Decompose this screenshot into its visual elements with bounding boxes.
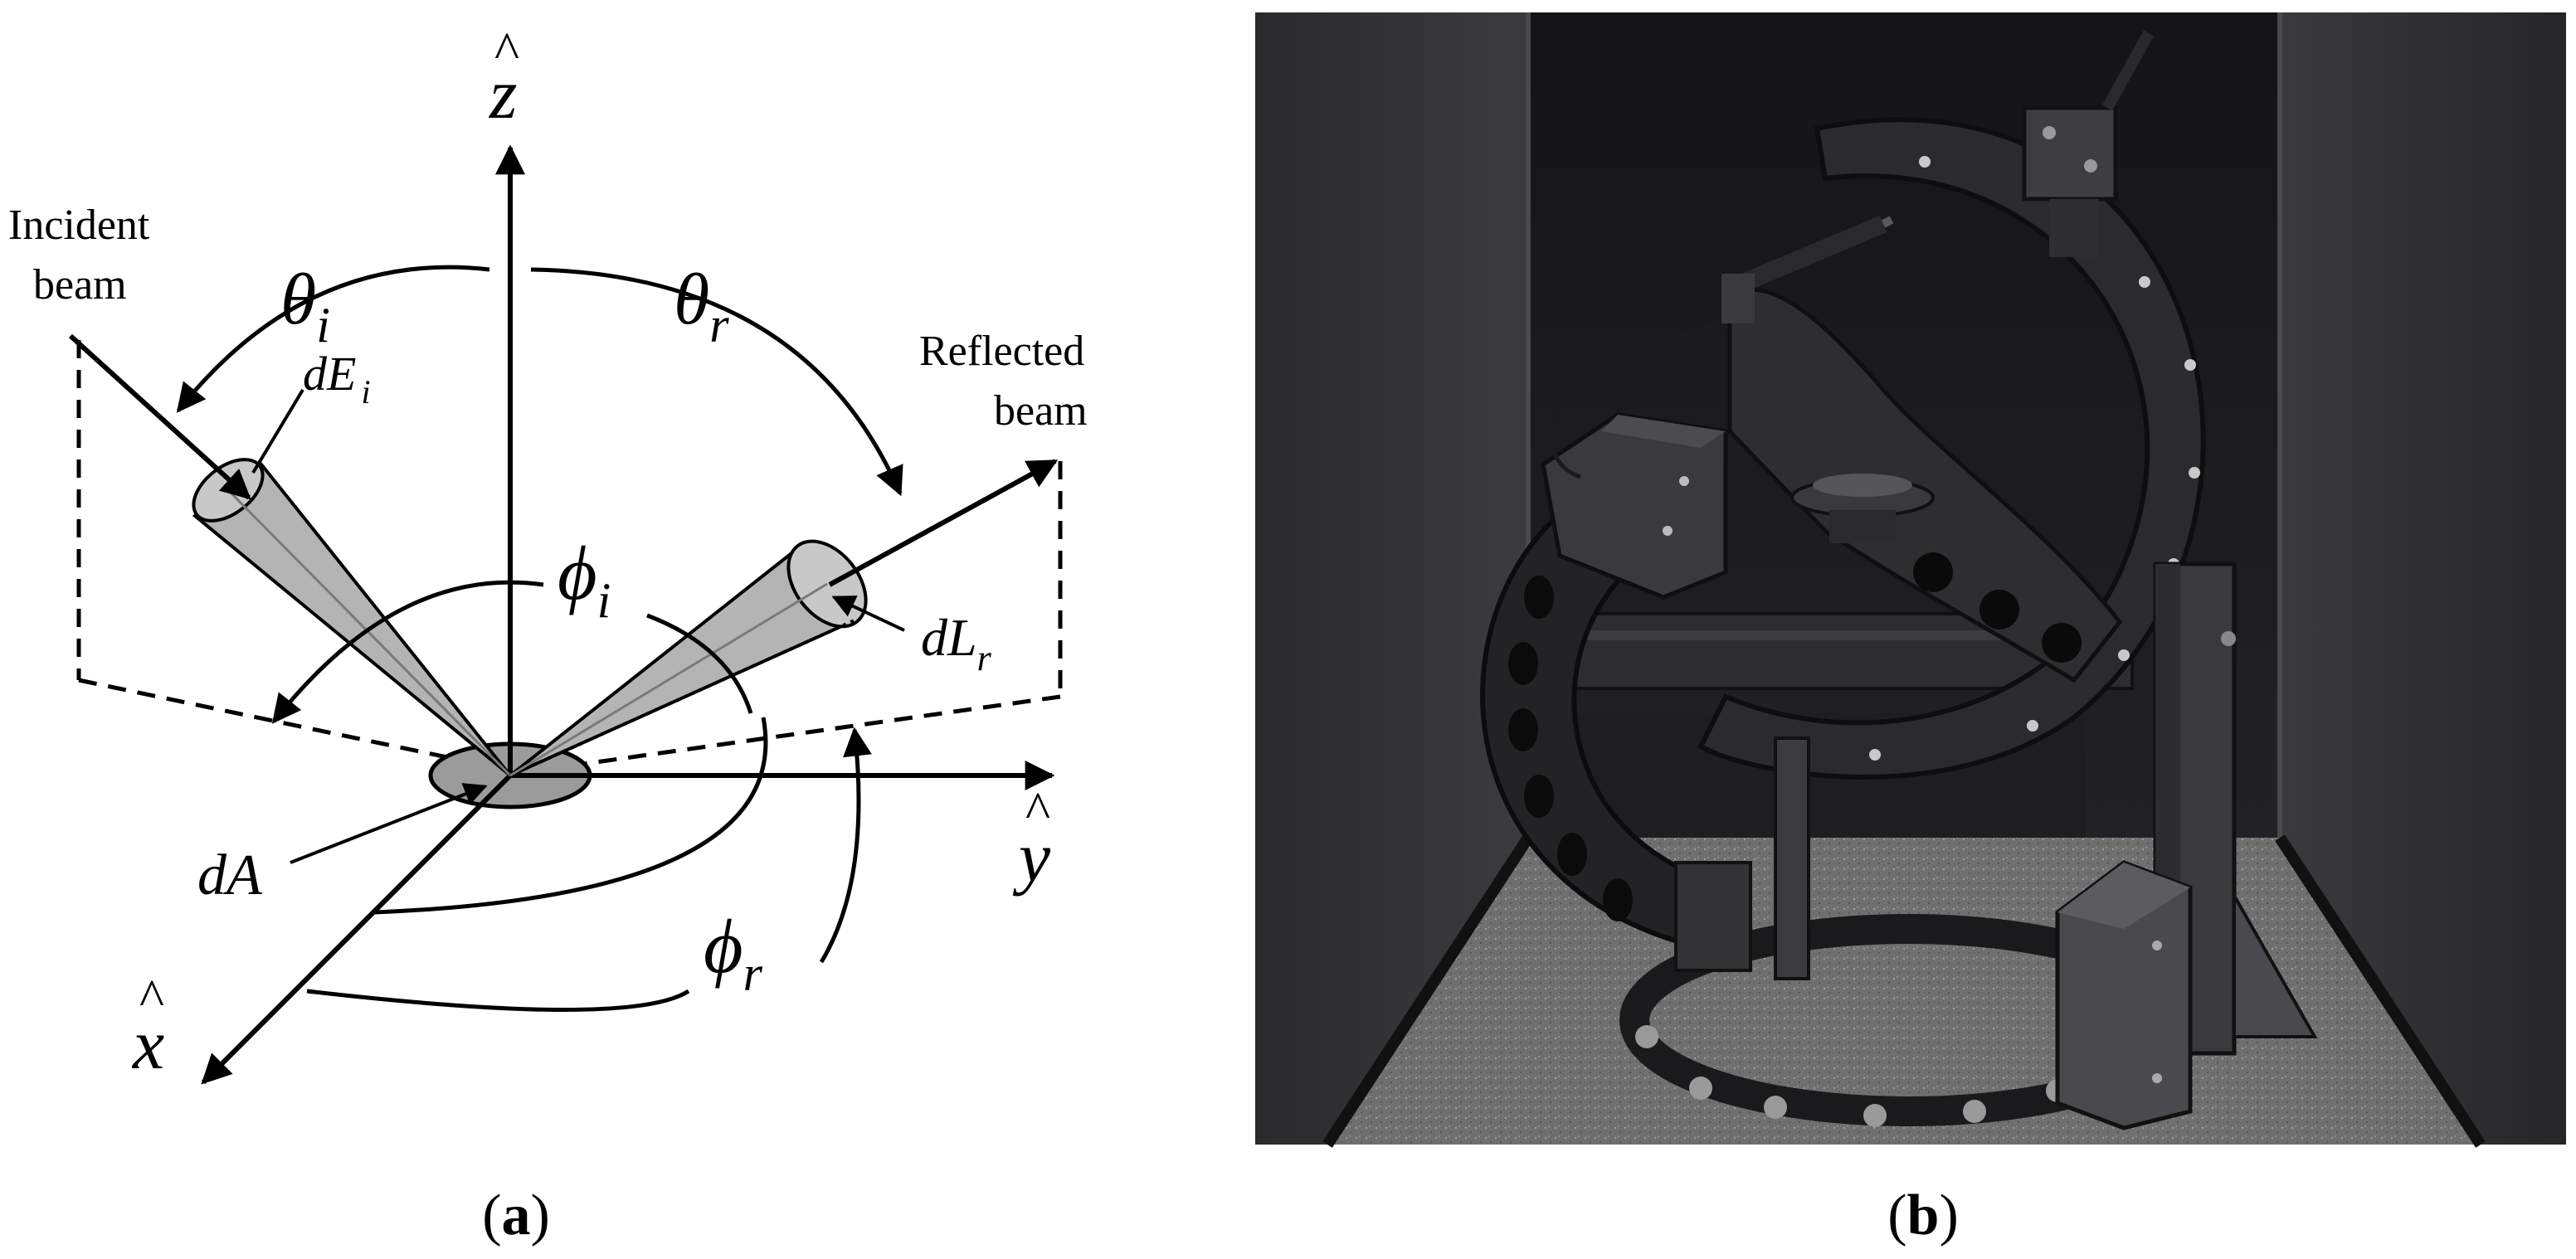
reflected-beam-arrow: [828, 459, 1059, 587]
panel-b-label: (b): [1887, 1184, 1959, 1247]
dl-pointer: [831, 595, 905, 632]
theta-i-label: θi: [280, 260, 330, 352]
phi-r-outer-arc: [306, 989, 690, 1012]
de-pointer: [251, 388, 304, 474]
da-pointer: [290, 783, 488, 864]
brdf-geometry-diagram: z ^ y ^ x ^ Incident beam Reflected beam…: [8, 21, 1088, 1247]
phi-i-arc-right: [646, 613, 753, 714]
phi-r-label: ϕr: [704, 904, 763, 1001]
dl-label: dLr: [921, 608, 992, 678]
phi-i-arc: [271, 580, 544, 724]
phi-r-arrow-arc: [819, 727, 872, 964]
photo-inner-arm: [1727, 287, 2123, 683]
photo-detector-box: [1541, 412, 1728, 600]
photo-upper-ring: [1697, 117, 2206, 780]
y-axis-hat: ^: [1025, 780, 1050, 839]
photo-left-wall: [1255, 12, 1528, 1145]
reflected-beam-label-line1: Reflected: [919, 328, 1084, 375]
theta-i-arc: [176, 265, 490, 413]
da-label: dA: [197, 843, 262, 907]
x-axis-hat: ^: [139, 968, 164, 1027]
photo-sample-stage: [1790, 474, 1935, 543]
reflected-cone: [509, 539, 868, 777]
incidence-plane: [76, 340, 515, 774]
incident-beam-label-line1: Incident: [8, 202, 150, 249]
phi-i-label: ϕi: [558, 531, 611, 628]
incident-beam-label-line2: beam: [33, 261, 127, 309]
y-axis-label: y: [1012, 817, 1051, 897]
z-axis-hat: ^: [494, 21, 519, 80]
z-axis-label: z: [489, 54, 517, 134]
photo-probe: [1550, 215, 1894, 479]
photo-posts: [1674, 736, 1810, 980]
x-axis-label: x: [131, 1004, 164, 1084]
photo-source-unit: [2022, 30, 2155, 257]
incident-cone: [192, 458, 512, 777]
phi-r-inner-arc: [373, 717, 768, 915]
goniometer-photo: (b): [1255, 12, 2566, 1247]
theta-r-label: θr: [674, 260, 729, 352]
photo-right-wall: [2280, 12, 2566, 1145]
theta-r-arc: [530, 267, 903, 497]
reflection-plane: [530, 461, 1063, 774]
photo-pedestal: [2055, 860, 2193, 1130]
panel-a-label: (a): [482, 1184, 550, 1247]
reflected-beam-label-line2: beam: [994, 387, 1088, 435]
incident-beam-arrow: [68, 333, 251, 500]
x-axis: [201, 773, 513, 1085]
